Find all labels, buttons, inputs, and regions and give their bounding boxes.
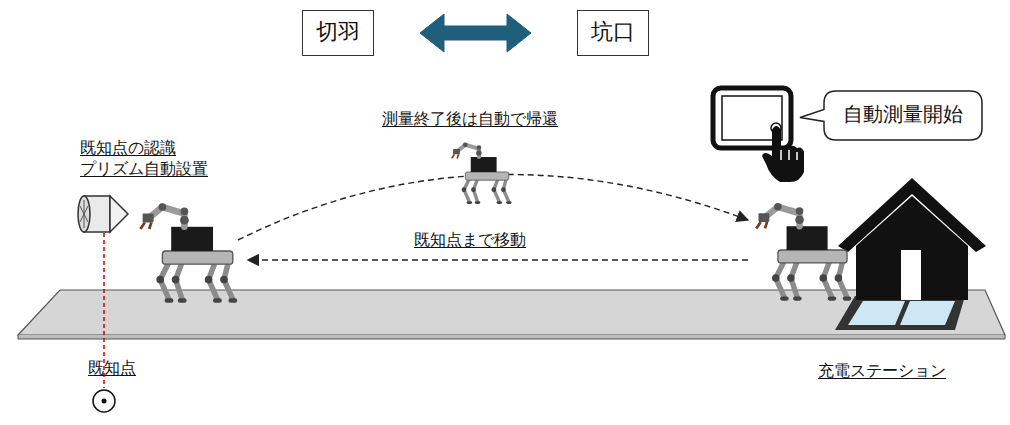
node-label: 自動測量開始 <box>842 101 964 128</box>
area-box: 坑口 <box>577 10 649 56</box>
point-label: 既知点 <box>88 357 136 378</box>
node-label: 坑口 <box>590 17 636 47</box>
step-label: 既知点の認識 プリズム自動設置 <box>80 137 230 179</box>
step-label: 測量終了後は自動で帰還 <box>382 108 558 129</box>
station-label: 充電ステーション <box>818 360 946 381</box>
double-arrow <box>420 14 531 52</box>
area-box: 切羽 <box>302 10 374 56</box>
callout-bubble: 自動測量開始 <box>824 91 982 140</box>
step-label: 既知点まで移動 <box>414 229 526 250</box>
node-label: 切羽 <box>315 17 361 47</box>
